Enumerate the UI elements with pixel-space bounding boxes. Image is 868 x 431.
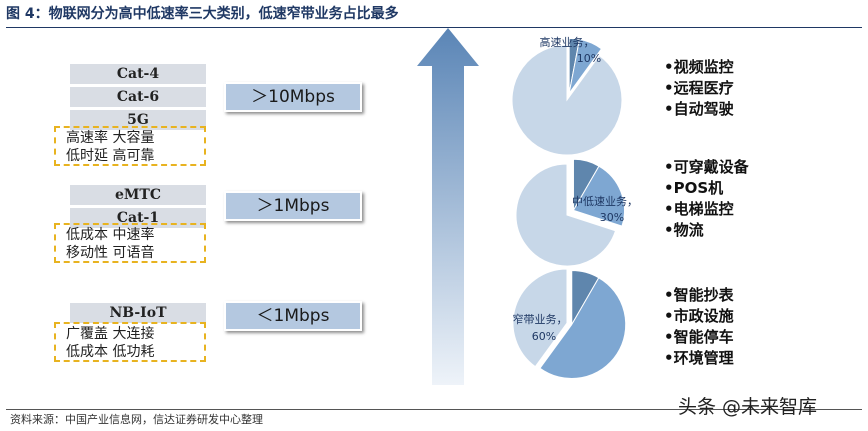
tech-label-5g: 5G <box>70 110 206 130</box>
feature-line: 广覆盖 大连接 <box>66 326 155 342</box>
app-item: •市政设施 <box>664 307 734 325</box>
pie-rest-slice <box>515 163 617 267</box>
app-item: •视频监控 <box>664 58 734 76</box>
pie-pct-high: 10% <box>577 52 601 65</box>
app-list-high: •视频监控 •远程医疗 •自动驾驶 <box>664 57 734 120</box>
app-item: •POS机 <box>664 179 724 197</box>
pie-pct-mid: 30% <box>600 211 624 224</box>
speed-box-low: ＜1Mbps <box>224 301 362 331</box>
footer-rule <box>6 409 862 410</box>
figure-title: 图 4：物联网分为高中低速率三大类别，低速窄带业务占比最多 <box>6 3 862 28</box>
feature-line: 移动性 可语音 <box>66 245 155 261</box>
feature-line: 低成本 中速率 <box>66 227 155 243</box>
pie-rest-slice <box>511 44 623 156</box>
pie-label-high: 高速业务， <box>540 35 595 49</box>
pie-label-mid: 中低速业务， <box>572 195 638 208</box>
feature-line: 低成本 低功耗 <box>66 344 155 360</box>
app-item: •可穿戴设备 <box>664 158 749 176</box>
pie-label-low: 窄带业务， <box>513 312 568 326</box>
tech-label-cat4: Cat-4 <box>70 64 206 84</box>
pie-pct-low: 60% <box>532 330 556 343</box>
pie-highlight-slice <box>572 165 625 227</box>
app-list-low: •智能抄表 •市政设施 •智能停车 •环境管理 <box>664 285 734 369</box>
pie-highlight-slice <box>539 277 627 379</box>
business-share-pies: 高速业务， 10% 中低速业务， 30% 窄带业务， 60% <box>511 35 638 379</box>
tech-label-cat6: Cat-6 <box>70 87 206 107</box>
source-note: 资料来源：中国产业信息网，信达证券研发中心整理 <box>10 413 263 426</box>
app-item: •智能停车 <box>664 328 734 346</box>
app-list-mid: •可穿戴设备 •POS机 •电梯监控 •物流 <box>664 157 749 241</box>
speed-box-mid: ＞1Mbps <box>224 191 362 221</box>
pie-narrowband <box>512 268 627 379</box>
app-item: •智能抄表 <box>664 286 734 304</box>
pie-mid-low-speed <box>515 158 625 267</box>
pie-high-speed <box>511 37 623 156</box>
app-item: •远程医疗 <box>664 79 734 97</box>
speed-box-high: ＞10Mbps <box>224 82 362 112</box>
feature-line: 低时延 高可靠 <box>66 148 155 164</box>
app-item: •环境管理 <box>664 349 734 367</box>
feature-box-mid: 低成本 中速率 移动性 可语音 <box>54 223 206 263</box>
app-item: •自动驾驶 <box>664 100 734 118</box>
watermark: 头条 @未来智库 <box>678 396 818 418</box>
pie-rest-slice <box>512 268 568 368</box>
app-item: •物流 <box>664 221 704 239</box>
pie-highlight-slice <box>568 38 603 94</box>
feature-box-low: 广覆盖 大连接 低成本 低功耗 <box>54 322 206 362</box>
feature-line: 高速率 大容量 <box>66 130 155 146</box>
speed-direction-arrow <box>417 28 479 385</box>
tech-label-emtc: eMTC <box>70 185 206 205</box>
app-item: •电梯监控 <box>664 200 734 218</box>
tech-label-nbiot: NB-IoT <box>70 303 206 323</box>
feature-box-high: 高速率 大容量 低时延 高可靠 <box>54 126 206 166</box>
